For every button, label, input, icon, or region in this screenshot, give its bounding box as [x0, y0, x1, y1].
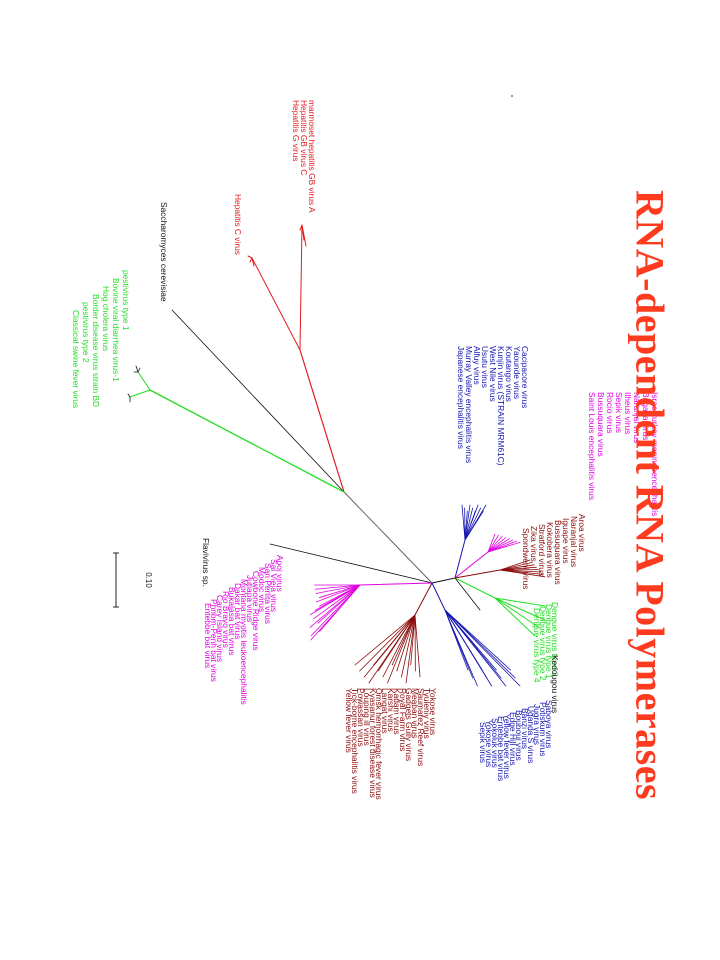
leaf-branch [313, 585, 360, 619]
title-container: RNA-dependent RNA Polymerases [610, 130, 690, 860]
leaf-branch [302, 225, 306, 246]
leaf-label: Entebbe bat virus [203, 603, 213, 668]
leaf-label: pestivirus type 1 [121, 270, 131, 331]
tree-labels: marmoset hepatitis GB virus AHepatitis G… [71, 100, 660, 800]
leaf-branch [378, 615, 415, 671]
leaf-branch [445, 610, 520, 686]
leaf-label: Sepik virus [478, 722, 488, 763]
leaf-branch [445, 610, 477, 686]
leaf-label: Saint Louis encephalitis virus [587, 392, 597, 500]
blue-clade-branch [432, 583, 445, 610]
leaf-label: Hepatitis C virus [233, 194, 243, 255]
maroon-clade-branch [455, 570, 500, 578]
leaf-label: Hepatitis G virus [291, 100, 301, 161]
backbone-branch [300, 350, 344, 492]
saccharomyces-branch [172, 310, 344, 492]
leaf-branch [310, 585, 360, 627]
leaf-branch [128, 394, 130, 397]
pestivirus-branch [130, 390, 150, 397]
leaf-branch [248, 256, 252, 258]
leaf-label: Yellow fever virus [344, 688, 354, 753]
backbone-branch [344, 492, 432, 583]
pestivirus-branch [138, 372, 150, 390]
leaf-branch [136, 366, 138, 372]
flavivirus-sp-branch [270, 544, 432, 583]
page-title: RNA-dependent RNA Polymerases [627, 190, 674, 800]
leaf-branch [445, 610, 506, 686]
leaf-label: Classical swine fever virus [71, 310, 81, 408]
scale-bar: 0.10 [113, 553, 153, 607]
leaf-branch [317, 585, 360, 602]
leaf-branch [415, 615, 420, 677]
leaf-label: Bovine viral diarrhea virus-1 [111, 278, 121, 382]
hcv-branch [252, 258, 300, 350]
maroon-clade-branch [415, 583, 432, 615]
dot-mark [511, 95, 513, 97]
leaf-branch [138, 368, 140, 372]
pestivirus-branch [150, 390, 344, 492]
blue-clade-branch [455, 540, 465, 578]
leaf-label: Japanese encephalitis virus [456, 346, 466, 449]
leaf-branch [360, 615, 415, 671]
leaf-branch [383, 615, 415, 677]
leaf-label: Dengue virus type 4 [532, 608, 542, 683]
leaf-label: Saccharomyces cerevisiae [159, 202, 169, 302]
leaf-label: Spondweni virus [521, 528, 531, 589]
kedougou-branch [455, 578, 480, 610]
leaf-label: Flavivirus sp. [201, 538, 211, 587]
gb-virus-branch [300, 225, 302, 350]
leaf-label: Border disease virus strain BD [91, 294, 101, 407]
leaf-label: pestivirus type 2 [81, 302, 91, 363]
tree-branches [128, 225, 545, 686]
magenta-clade-branch [360, 583, 432, 585]
leaf-branch [374, 615, 415, 665]
backbone-branch [432, 578, 455, 583]
dengue-clade-branch [455, 578, 495, 598]
scale-bar-label: 0.10 [144, 572, 153, 588]
leaf-branch [465, 505, 486, 540]
magenta-clade-branch [455, 552, 488, 578]
leaf-label: Hog cholera virus [101, 286, 111, 351]
